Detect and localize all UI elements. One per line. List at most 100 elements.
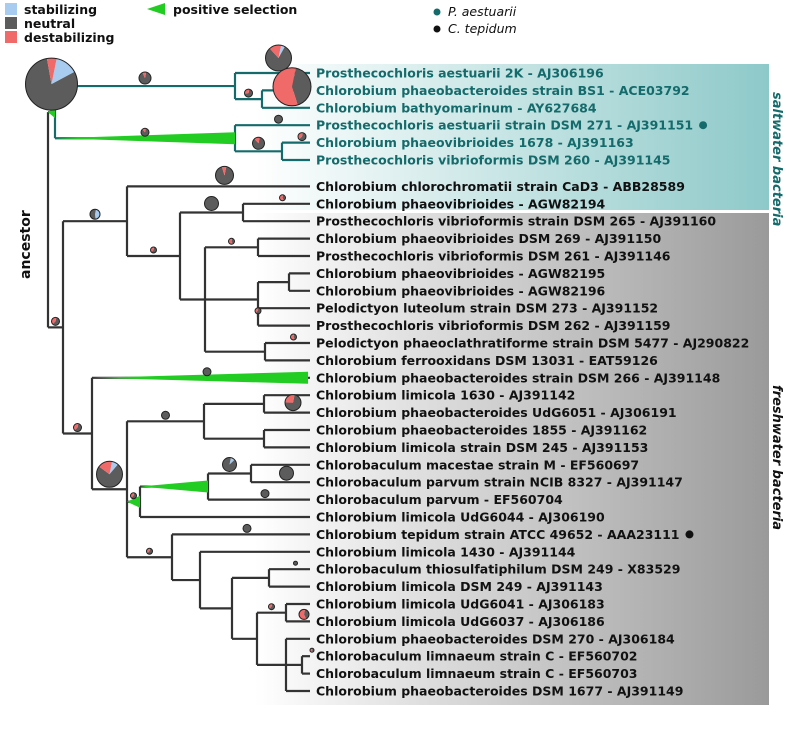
pie-outline <box>204 196 219 211</box>
leaf-label: Pelodictyon phaeoclathratiforme strain D… <box>316 336 749 351</box>
leaf-label: Chlorobium phaeobacteroides UdG6051 - AJ… <box>316 405 677 420</box>
leaf-label: Chlorobium bathyomarinum - AY627684 <box>316 100 597 115</box>
leaf-label: Chlorobium phaeobacteroides 1855 - AJ391… <box>316 423 647 438</box>
leaf-label: Prosthecochloris vibrioformis DSM 260 - … <box>316 153 671 168</box>
pie-slice <box>142 128 146 133</box>
mutation-pie <box>215 165 234 185</box>
mutation-pie <box>260 489 270 499</box>
pie-slice <box>95 209 100 220</box>
leaf-label: Prosthecochloris aestuarii 2K - AJ306196 <box>316 66 604 81</box>
pie-slice <box>147 548 153 555</box>
legend-sp1-marker <box>433 8 441 16</box>
legend-destabilizing-swatch <box>5 31 17 43</box>
leaf-label: Chlorobaculum parvum strain NCIB 8327 - … <box>316 475 683 490</box>
pie-outline <box>309 647 315 653</box>
pie-slice <box>293 561 298 566</box>
pie-outline <box>279 194 286 202</box>
leaf-label: Pelodictyon luteolum strain DSM 273 - AJ… <box>316 301 658 316</box>
pie-outline <box>222 457 237 472</box>
mutation-pie <box>298 608 310 620</box>
pie-outline <box>202 367 212 377</box>
pie-outline <box>297 132 307 142</box>
pie-slice <box>243 524 251 533</box>
leaf-label: Chlorobium phaeobacteroides DSM 270 - AJ… <box>316 631 675 646</box>
pie-slice <box>252 137 265 150</box>
legend-sp1-label: P. aestuarii <box>448 4 517 19</box>
pie-outline <box>96 460 123 488</box>
leaf-label: Chlorobium phaeovibrioides - AGW82196 <box>316 283 606 298</box>
leaf-label: Chlorobium phaeobacteroides strain BS1 -… <box>316 83 690 98</box>
pie-slice <box>89 209 96 220</box>
pie-outline <box>244 88 253 98</box>
pie-slice <box>151 247 157 253</box>
freshwater-background <box>255 213 769 705</box>
leaf-label: Chlorobium limicola DSM 249 - AJ391143 <box>316 579 603 594</box>
mutation-pie <box>268 603 275 611</box>
pie-slice <box>285 394 295 403</box>
pie-slice <box>109 461 118 475</box>
pie-slice <box>298 132 303 140</box>
pie-slice <box>161 411 170 420</box>
legend-neutral-label: neutral <box>24 16 75 31</box>
leaf-label: Chlorobium phaeobacteroides strain DSM 2… <box>316 370 720 385</box>
leaf-label: Chlorobaculum thiosulfatiphilum DSM 249 … <box>316 562 680 577</box>
leaf-label: Chlorobium phaeovibrioides - AGW82194 <box>316 196 606 211</box>
pie-slice <box>99 461 113 475</box>
leaf-label: Chlorobium chlorochromatii strain CaD3 -… <box>316 179 685 194</box>
pie-slice <box>269 603 275 610</box>
leaf-label: Prosthecochloris aestuarii strain DSM 27… <box>316 118 693 133</box>
pie-slice <box>204 196 219 211</box>
legend-sp2-marker <box>433 25 441 33</box>
leaf-label: Chlorobium limicola strain DSM 245 - AJ3… <box>316 440 648 455</box>
mutation-pie <box>272 67 312 107</box>
legend: stabilizing neutral destabilizing positi… <box>5 2 517 45</box>
leaf-label: Chlorobium phaeovibrioides - AGW82195 <box>316 266 605 281</box>
leaf-label: Prosthecochloris vibrioformis DSM 262 - … <box>316 318 671 333</box>
pie-slice <box>265 46 292 72</box>
mutation-pie <box>265 44 292 72</box>
pie-outline <box>25 57 78 111</box>
pie-outline <box>298 608 310 620</box>
mutation-pie <box>89 208 101 220</box>
pie-outline <box>130 492 137 500</box>
legend-selection-wedge <box>147 3 165 15</box>
pie-slice <box>96 464 123 488</box>
mutation-pie <box>204 196 219 211</box>
saltwater-label: saltwater bacteria <box>769 92 784 226</box>
pie-outline <box>268 603 275 611</box>
pie-outline <box>140 127 150 137</box>
pie-slice <box>279 194 284 201</box>
pie-slice <box>244 89 253 98</box>
pie-slice <box>290 334 295 341</box>
pie-outline <box>274 114 283 124</box>
leaf-label: Chlorobaculum parvum - EF560704 <box>316 492 563 507</box>
mutation-pie <box>290 333 297 341</box>
legend-neutral-swatch <box>5 17 17 29</box>
mutation-pie <box>146 547 153 555</box>
mutation-pie <box>96 460 123 488</box>
sp2-marker <box>685 530 694 539</box>
pie-outline <box>215 165 234 185</box>
pie-slice <box>274 115 283 124</box>
mutation-pie <box>51 316 60 326</box>
pie-outline <box>265 44 292 72</box>
mutation-pies <box>25 44 315 653</box>
pie-outline <box>73 423 82 433</box>
pie-slice <box>279 466 294 481</box>
pie-slice <box>229 457 235 465</box>
pie-outline <box>290 333 297 341</box>
selection-wedge <box>92 371 308 384</box>
leaf-label: Prosthecochloris vibrioformis strain DSM… <box>316 214 716 229</box>
leaf-label: Chlorobium limicola 1430 - AJ391144 <box>316 544 576 559</box>
pie-slice <box>278 45 285 58</box>
pie-outline <box>284 394 302 412</box>
pie-outline <box>279 465 294 481</box>
leaf-label: Chlorobium limicola UdG6044 - AJ306190 <box>316 510 605 525</box>
pie-slice <box>228 238 233 245</box>
leaf-label: Chlorobium tepidum strain ATCC 49652 - A… <box>316 527 679 542</box>
leaf-label: Prosthecochloris vibrioformis DSM 261 - … <box>316 249 671 264</box>
selection-wedge <box>55 132 235 145</box>
mutation-pie <box>150 246 157 254</box>
pie-outline <box>150 246 157 254</box>
